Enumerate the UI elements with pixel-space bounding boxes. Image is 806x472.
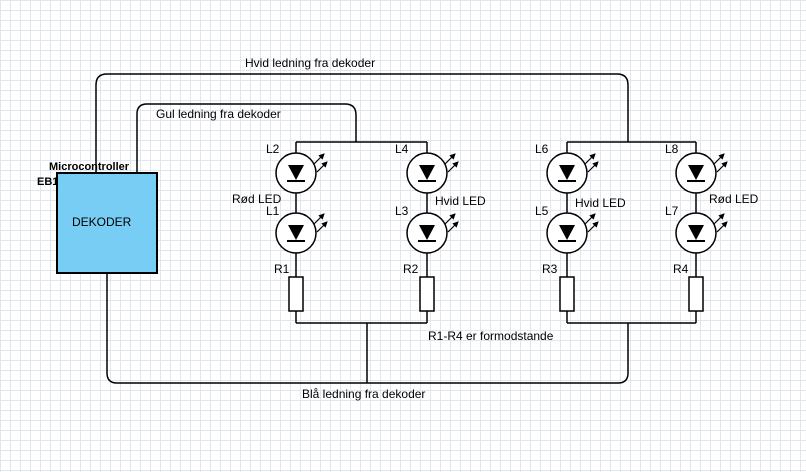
label-l7: L7	[665, 204, 679, 218]
led-l7-icon	[675, 212, 728, 254]
label-l2: L2	[266, 142, 280, 156]
label-l1: L1	[266, 204, 280, 218]
decoder-caption: Microcontroller	[49, 161, 130, 173]
resistor-r1-icon	[288, 276, 304, 312]
led-l2-icon	[275, 152, 328, 194]
led-l1-icon	[275, 212, 328, 254]
white-wire	[95, 73, 629, 172]
label-l5: L5	[535, 204, 549, 218]
led-type-white-left: Hvid LED	[435, 194, 486, 208]
label-r4: R4	[673, 262, 689, 276]
yellow-wire-label: Gul ledning fra dekoder	[156, 107, 281, 121]
label-r3: R3	[542, 262, 558, 276]
label-l4: L4	[395, 142, 409, 156]
led-type-red-right: Rød LED	[709, 192, 759, 206]
led-l8-icon	[675, 152, 728, 194]
yellow-wire	[136, 103, 357, 172]
led-l6-icon	[546, 152, 599, 194]
label-l8: L8	[665, 142, 679, 156]
decoder-tag: EB1	[37, 176, 58, 188]
decoder-label: DEKODER	[72, 215, 132, 229]
label-r2: R2	[403, 262, 419, 276]
blue-wire-label: Blå ledning fra dekoder	[302, 387, 425, 401]
led-l3-icon	[406, 212, 459, 254]
resistor-r3-icon	[559, 276, 575, 312]
label-r1: R1	[274, 262, 290, 276]
resistor-r4-icon	[688, 276, 704, 312]
led-l4-icon	[406, 152, 459, 194]
led-type-red-left: Rød LED	[232, 192, 282, 206]
white-wire-label: Hvid ledning fra dekoder	[245, 56, 375, 70]
label-l6: L6	[535, 142, 549, 156]
label-l3: L3	[395, 204, 409, 218]
decoder-box	[56, 172, 158, 274]
led-type-white-right: Hvid LED	[575, 196, 626, 210]
led-l5-icon	[546, 212, 599, 254]
resistor-note: R1-R4 er formodstande	[428, 329, 554, 343]
resistor-r2-icon	[419, 276, 435, 312]
